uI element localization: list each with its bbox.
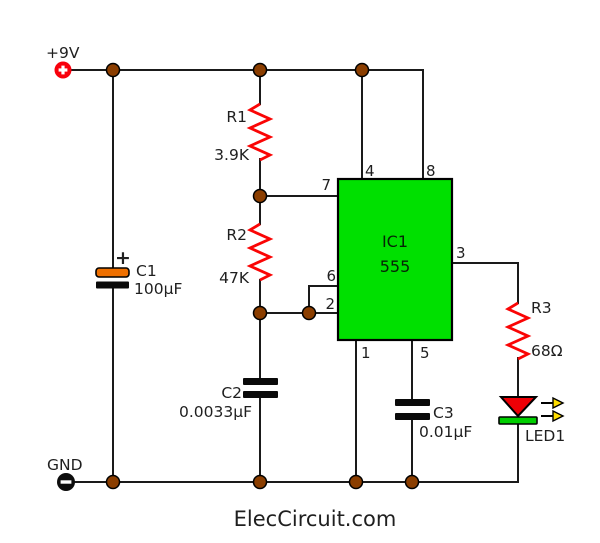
- capacitor-c3: C3 0.01µF: [395, 399, 472, 441]
- c3-bottom-plate: [395, 413, 430, 420]
- r1-ref-label: R1: [226, 108, 247, 126]
- led1-ref-label: LED1: [525, 427, 565, 445]
- capacitor-c1: + C1 100µF: [95, 247, 182, 298]
- junction-dot: [105, 474, 121, 490]
- junction-dot: [354, 62, 370, 78]
- junction-dot: [252, 305, 268, 321]
- pin-4-label: 4: [365, 162, 375, 180]
- vcc-label: +9V: [46, 44, 80, 62]
- c1-value-label: 100µF: [134, 280, 182, 298]
- c3-value-label: 0.01µF: [419, 423, 472, 441]
- ic1-ref-label: IC1: [382, 232, 408, 251]
- junction-dot: [301, 305, 317, 321]
- pin-2-label: 2: [325, 295, 335, 313]
- r2-value-label: 47K: [219, 269, 250, 287]
- gnd-label: GND: [47, 456, 83, 474]
- resistor-r3: R3 68Ω: [504, 299, 563, 361]
- pin-3-label: 3: [456, 244, 466, 262]
- c2-ref-label: C2: [221, 384, 242, 402]
- r3-value-label: 68Ω: [531, 342, 563, 360]
- pin-8-label: 8: [426, 162, 436, 180]
- resistor-r1: R1 3.9K: [214, 102, 274, 164]
- junction-dot: [348, 474, 364, 490]
- r1-zigzag: [246, 102, 274, 162]
- r2-zigzag: [246, 222, 274, 282]
- r2-ref-label: R2: [226, 226, 247, 244]
- circuit-wiring: [70, 69, 519, 483]
- ic1-555-timer: IC1 555 4 8 7 6 2 1 5 3: [321, 162, 465, 362]
- pin-1-label: 1: [361, 344, 371, 362]
- c3-top-plate: [395, 399, 430, 406]
- c1-positive-plate: [95, 267, 130, 278]
- led1: LED1: [498, 396, 565, 445]
- pin-6-label: 6: [326, 267, 336, 285]
- led1-triangle: [498, 396, 539, 418]
- led1-emission-arrow-head-1: [552, 396, 565, 410]
- c1-ref-label: C1: [136, 262, 157, 280]
- c2-value-label: 0.0033µF: [179, 403, 252, 421]
- c2-bottom-plate: [243, 391, 278, 398]
- r3-ref-label: R3: [531, 299, 552, 317]
- junction-dot: [404, 474, 420, 490]
- ic1-part-label: 555: [380, 257, 411, 276]
- resistor-r2: R2 47K: [219, 222, 274, 287]
- c1-negative-plate: [96, 281, 129, 289]
- r1-value-label: 3.9K: [214, 146, 250, 164]
- junction-dot: [252, 474, 268, 490]
- gnd-terminal: GND: [47, 456, 83, 491]
- pin-5-label: 5: [420, 344, 430, 362]
- c1-polarity-plus: +: [115, 247, 131, 269]
- junction-dot: [105, 62, 121, 78]
- led1-emission-arrow-head-2: [552, 409, 565, 423]
- pin-7-label: 7: [321, 176, 331, 194]
- vcc-terminal: +9V: [46, 44, 80, 79]
- junction-dot: [252, 188, 268, 204]
- r3-zigzag: [504, 301, 532, 361]
- junction-dots: [105, 62, 420, 490]
- watermark-text: ElecCircuit.com: [234, 507, 397, 531]
- junction-dot: [252, 62, 268, 78]
- ic1-body: [336, 177, 454, 342]
- c3-ref-label: C3: [433, 404, 454, 422]
- c2-top-plate: [243, 378, 278, 385]
- led1-cathode-bar: [498, 416, 538, 425]
- capacitor-c2: C2 0.0033µF: [179, 378, 278, 421]
